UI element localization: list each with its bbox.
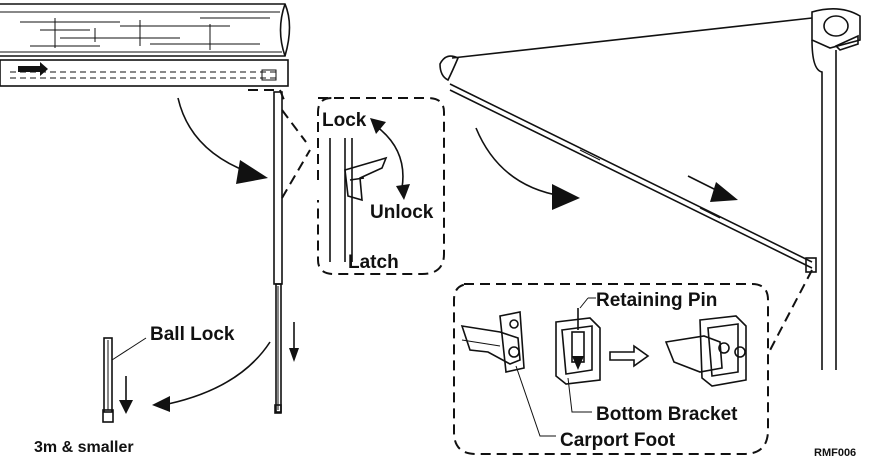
swing-arm-arrow — [475, 127, 580, 210]
ball-lock-pole — [102, 337, 147, 423]
figure-code-label: RMF006 — [814, 447, 856, 459]
ball-lock-label: Ball Lock — [150, 324, 235, 345]
ball-lock-arrow — [119, 376, 133, 414]
rotate-arm-arrow — [177, 97, 268, 184]
extended-awning — [439, 8, 861, 370]
latch-detail-inset — [317, 97, 445, 275]
bracket-detail-inset — [453, 283, 769, 455]
support-arm — [273, 91, 311, 414]
extend-down-arrow — [289, 322, 299, 362]
slide-arrow — [687, 175, 738, 202]
bottom-bracket-label: Bottom Bracket — [596, 404, 738, 425]
small-awning-arrow — [152, 341, 271, 412]
awning-roller-case — [0, 3, 291, 87]
carport-foot-label: Carport Foot — [560, 430, 676, 451]
retaining-pin-label: Retaining Pin — [596, 290, 717, 311]
unlock-label: Unlock — [370, 202, 434, 223]
lock-label: Lock — [322, 110, 367, 131]
latch-label: Latch — [348, 252, 399, 273]
size-note-label: 3m & smaller — [34, 439, 134, 456]
